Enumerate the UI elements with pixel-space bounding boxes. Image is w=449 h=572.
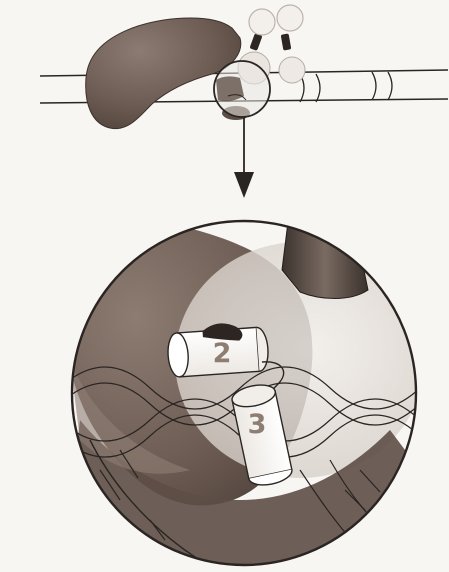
top-overview bbox=[40, 5, 448, 198]
zoomed-detail: 2 3 bbox=[60, 217, 425, 572]
magnifier-lens bbox=[214, 61, 270, 117]
zoom-arrow-icon bbox=[234, 117, 254, 198]
helix-label-2: 2 bbox=[213, 338, 232, 369]
helix-label-3: 3 bbox=[248, 409, 267, 440]
